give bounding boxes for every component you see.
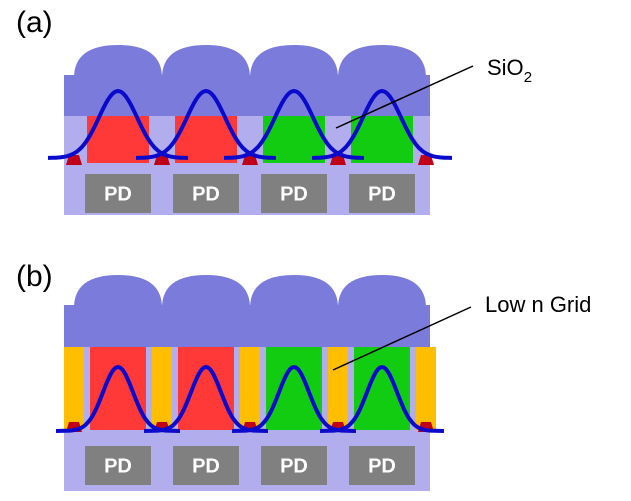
green-color-filter xyxy=(354,347,410,430)
panel-b: PD PD PD PD (b) Low n Grid xyxy=(16,260,591,491)
microlens-dome xyxy=(162,45,250,78)
photodiode-label: PD xyxy=(280,456,308,478)
low-n-grid-wall xyxy=(328,347,348,430)
photodiode-label: PD xyxy=(280,184,308,206)
light-intensity-curve xyxy=(224,89,364,160)
photodiode-label: PD xyxy=(192,456,220,478)
photodiode xyxy=(173,446,239,485)
light-intensity-curve xyxy=(136,89,276,160)
photodiode xyxy=(349,174,415,213)
microlens-dome xyxy=(250,45,338,78)
metal-shield-tab xyxy=(154,155,170,165)
microlens-dome xyxy=(338,45,426,78)
metal-shield-tab xyxy=(242,155,258,165)
metal-shield-tab xyxy=(66,155,82,165)
low-n-grid-wall xyxy=(416,347,436,430)
red-color-filter xyxy=(178,347,234,430)
microlens-dome xyxy=(338,275,426,308)
photodiode-label: PD xyxy=(104,184,132,206)
photodiode xyxy=(173,174,239,213)
photodiode-label: PD xyxy=(104,456,132,478)
green-color-filter xyxy=(266,347,322,430)
light-intensity-curve xyxy=(312,89,452,160)
light-intensity-curve xyxy=(55,365,181,433)
panel-a: PD PD PD PD (a) SiO2 xyxy=(16,6,532,215)
panel-label: (a) xyxy=(16,6,53,39)
annotation-leader-line xyxy=(332,306,472,371)
photodiode-label: PD xyxy=(368,184,396,206)
photodiode xyxy=(85,174,151,213)
photodiode xyxy=(261,174,327,213)
photodiode-label: PD xyxy=(192,184,220,206)
metal-shield-tab xyxy=(418,155,434,165)
light-intensity-curve xyxy=(143,365,269,433)
annotation-label: SiO2 xyxy=(487,55,532,86)
low-n-grid-wall xyxy=(64,347,84,430)
photodiode-label: PD xyxy=(368,456,396,478)
microlens-planar-layer xyxy=(64,305,430,347)
microlens-dome xyxy=(74,45,162,78)
photodiode xyxy=(85,446,151,485)
light-intensity-curve xyxy=(48,89,188,160)
light-intensity-curve xyxy=(319,365,445,433)
photodiode xyxy=(349,446,415,485)
panel-label: (b) xyxy=(16,260,53,293)
microlens-dome xyxy=(74,275,162,308)
microlens-dome xyxy=(162,275,250,308)
low-n-grid-wall xyxy=(152,347,172,430)
light-intensity-curve xyxy=(231,365,357,433)
annotation-leader-line xyxy=(335,65,474,129)
photodiode xyxy=(261,446,327,485)
metal-shield-tab xyxy=(330,155,346,165)
red-color-filter xyxy=(90,347,146,430)
microlens-dome xyxy=(250,275,338,308)
low-n-grid-wall xyxy=(240,347,260,430)
annotation-label: Low n Grid xyxy=(485,292,591,317)
